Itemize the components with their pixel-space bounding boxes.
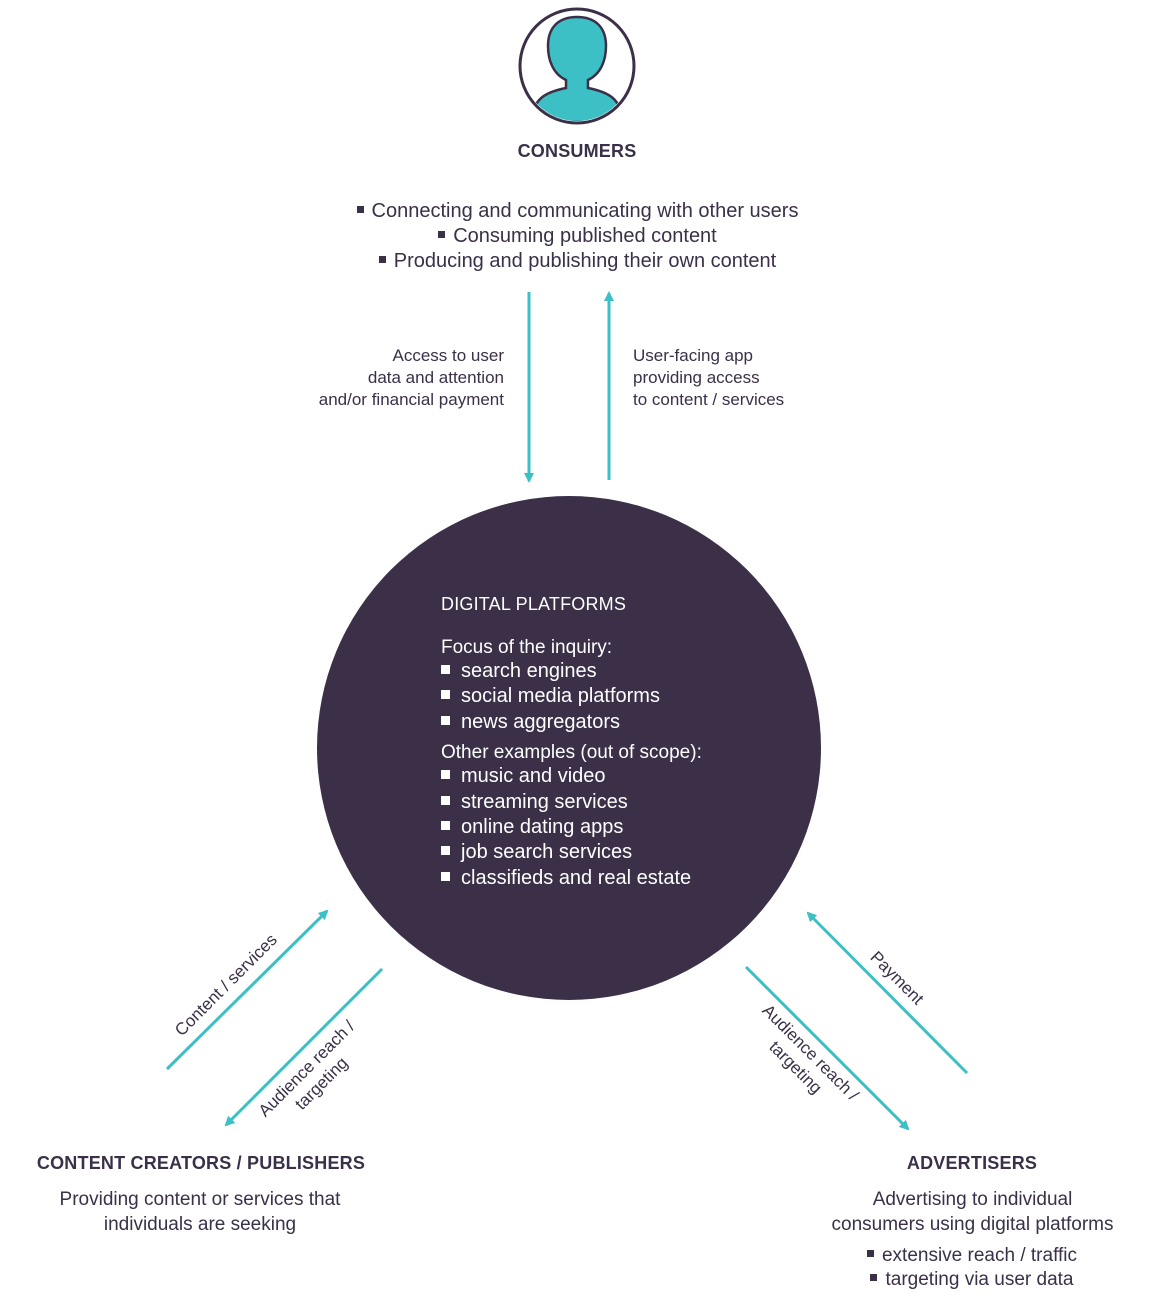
- advertisers-title: ADVERTISERS: [906, 1153, 1038, 1173]
- consumers-bullets: Connecting and communicating with other …: [250, 199, 905, 274]
- consumers-bullet: Producing and publishing their own conte…: [250, 249, 905, 274]
- platform-title: DIGITAL PLATFORMS: [441, 594, 627, 614]
- other-label: Other examples (out of scope):: [441, 742, 702, 764]
- creators-desc: Providing content or services that indiv…: [59, 1189, 341, 1235]
- arrow-audience-to-advertisers: [744, 965, 910, 1131]
- consumers-title: CONSUMERS: [517, 141, 637, 161]
- arrow-content-to-platform: [165, 909, 329, 1071]
- advertisers-bullets: extensive reach / traffic targeting via …: [832, 1244, 1112, 1292]
- consumers-bullet: Consuming published content: [250, 224, 905, 249]
- other-item: music and video: [441, 764, 761, 789]
- advertisers-bullet: extensive reach / traffic: [832, 1244, 1112, 1268]
- creators-title: CONTENT CREATORS / PUBLISHERS: [36, 1153, 366, 1173]
- advertisers-bullet: targeting via user data: [832, 1268, 1112, 1292]
- other-item: online dating apps: [441, 815, 761, 840]
- flow-label-to-consumers: User-facing app providing access to cont…: [633, 346, 785, 409]
- focus-list: search engines social media platforms ne…: [441, 659, 761, 735]
- focus-item: search engines: [441, 659, 761, 684]
- focus-item: news aggregators: [441, 710, 761, 735]
- person-icon: [518, 7, 636, 125]
- focus-label: Focus of the inquiry:: [441, 637, 613, 658]
- other-item: classifieds and real estate: [441, 866, 761, 891]
- other-item: streaming services: [441, 790, 761, 815]
- consumers-bullet: Connecting and communicating with other …: [250, 199, 905, 224]
- other-item: job search services: [441, 840, 761, 865]
- focus-item: social media platforms: [441, 684, 761, 709]
- platform-content: DIGITAL PLATFORMS Focus of the inquiry: …: [441, 594, 761, 891]
- arrow-audience-to-creators: [224, 967, 384, 1127]
- advertisers-desc: Advertising to individual consumers usin…: [831, 1189, 1114, 1235]
- flow-label-to-platform: Access to user data and attention and/or…: [318, 346, 504, 409]
- arrow-payment-to-platform: [806, 911, 969, 1075]
- other-list: music and video streaming services onlin…: [441, 764, 761, 891]
